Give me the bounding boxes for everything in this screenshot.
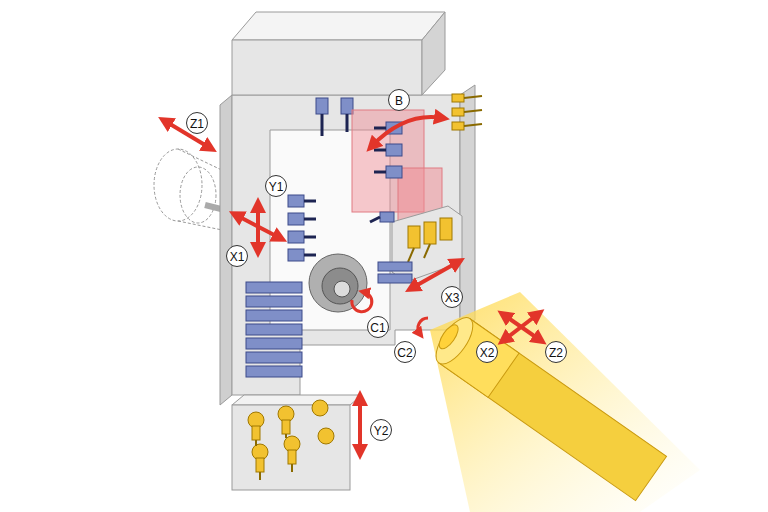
x3-unit (370, 206, 462, 283)
top-tools (316, 98, 353, 136)
y2-tool-block (232, 395, 362, 490)
axis-label: B (388, 89, 410, 111)
outer-yellow-tools (452, 94, 482, 130)
x2-sub-spindle (428, 292, 700, 512)
axis-arrows (165, 117, 540, 452)
axis-label: Z1 (186, 112, 208, 134)
axis-label: Z2 (545, 341, 567, 363)
c1-spindle (309, 254, 367, 312)
axis-label: C2 (394, 341, 416, 363)
gang-tool-stack (246, 282, 302, 377)
axis-label: Y1 (265, 175, 287, 197)
axis-label: X3 (441, 286, 463, 308)
axis-label: X1 (226, 245, 248, 267)
left-tools (288, 195, 316, 261)
b-axis-turret (352, 110, 442, 226)
axis-label: Y2 (370, 419, 392, 441)
axis-label: C1 (367, 316, 389, 338)
axis-label: X2 (476, 341, 498, 363)
